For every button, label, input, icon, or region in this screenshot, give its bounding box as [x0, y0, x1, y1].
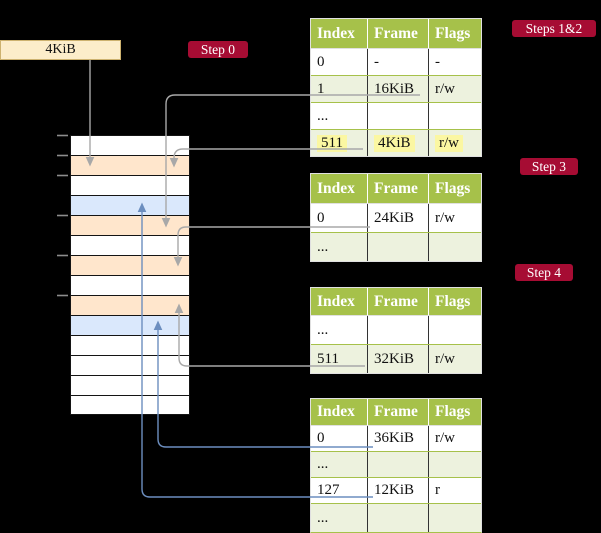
frame-size-box: 4KiB	[0, 40, 121, 60]
highlighted-value: 4KiB	[374, 134, 415, 152]
table-header-cell: Index	[311, 174, 368, 203]
table-header-cell: Flags	[435, 292, 471, 310]
table-header-cell: Frame	[368, 19, 429, 48]
frame-size-label: 4KiB	[45, 42, 76, 57]
table-cell: ...	[311, 233, 368, 261]
table-cell: 0	[311, 426, 368, 451]
table-cell	[429, 233, 481, 261]
memory-row-2-orange	[71, 156, 189, 176]
table-cell: -	[368, 49, 429, 75]
table-row: 511 4KiB r/w	[311, 129, 481, 156]
memory-row-1-white	[71, 136, 189, 156]
highlighted-value: r/w	[435, 134, 463, 152]
steps-1-2-badge: Steps 1&2	[512, 20, 596, 37]
memory-row-4-blue	[71, 196, 189, 216]
memory-row-9-orange	[71, 296, 189, 316]
table-cell: 1	[311, 76, 368, 102]
table-header-cell: Index	[311, 19, 368, 48]
memory-row-11-white	[71, 336, 189, 356]
table-cell: r/w	[429, 130, 481, 156]
table-row: 0--	[311, 49, 481, 75]
table-cell	[368, 504, 429, 532]
steps-1-2-label: Steps 1&2	[525, 20, 583, 36]
table-row: ...	[311, 316, 481, 344]
step-0-badge: Step 0	[188, 41, 248, 58]
table-cell: 16KiB	[368, 76, 429, 102]
table-header-cell: Index	[311, 399, 368, 425]
table-cell: 24KiB	[368, 204, 429, 232]
step-3-label: Step 3	[531, 158, 567, 174]
table-cell	[368, 233, 429, 261]
table-cell: 4KiB	[368, 130, 429, 156]
memory-row-7-orange	[71, 256, 189, 276]
table-cell	[368, 103, 429, 129]
table-cell	[429, 103, 481, 129]
table-header-cell: Flags	[435, 24, 471, 42]
physical-memory-column	[70, 135, 190, 415]
step-4-badge: Step 4	[515, 264, 573, 281]
table-cell: r	[435, 482, 440, 498]
table-header-cell: Index	[311, 288, 368, 315]
memory-row-12-white	[71, 356, 189, 376]
table-cell: -	[435, 53, 440, 70]
step-4-label: Step 4	[526, 264, 562, 280]
table-cell: 127	[311, 478, 368, 503]
table-cell: ...	[311, 316, 368, 344]
memory-row-10-blue	[71, 316, 189, 336]
table-header-cell: Flags	[435, 179, 471, 197]
memory-address-ticks	[57, 134, 68, 297]
memory-row-8-white	[71, 276, 189, 296]
table-header-cell: Frame	[368, 288, 429, 315]
highlighted-value: 511	[317, 134, 347, 152]
table-cell: r/w	[435, 209, 455, 226]
table-row: ...	[311, 451, 481, 477]
table-cell: r/w	[435, 80, 455, 97]
table-cell: r/w	[435, 350, 455, 367]
step-3-badge: Step 3	[520, 158, 578, 175]
table-row: ...	[311, 503, 481, 532]
table-row: ...	[311, 232, 481, 261]
table-header-cell: Frame	[368, 399, 429, 425]
memory-row-14-white	[71, 396, 189, 414]
table-header-cell: Frame	[368, 174, 429, 203]
memory-row-13-white	[71, 376, 189, 396]
memory-row-3-white	[71, 176, 189, 196]
table-cell: ...	[311, 504, 368, 532]
table-cell	[429, 452, 481, 477]
table-cell: ...	[311, 452, 368, 477]
table-cell: 511	[311, 130, 368, 156]
table-cell: 511	[311, 345, 368, 373]
table-cell: 12KiB	[368, 478, 429, 503]
table-row: ...	[311, 102, 481, 129]
memory-row-6-white	[71, 236, 189, 256]
table-cell: ...	[311, 103, 368, 129]
table-cell	[368, 316, 429, 344]
step-0-label: Step 0	[200, 41, 236, 57]
table-cell: 32KiB	[368, 345, 429, 373]
table-cell	[368, 452, 429, 477]
table-cell: 36KiB	[368, 426, 429, 451]
table-cell	[429, 316, 481, 344]
table-cell: r/w	[435, 430, 455, 446]
table-cell: 0	[311, 204, 368, 232]
memory-row-5-orange	[71, 216, 189, 236]
table-cell: 0	[311, 49, 368, 75]
table-header-cell: Flags	[435, 403, 471, 420]
